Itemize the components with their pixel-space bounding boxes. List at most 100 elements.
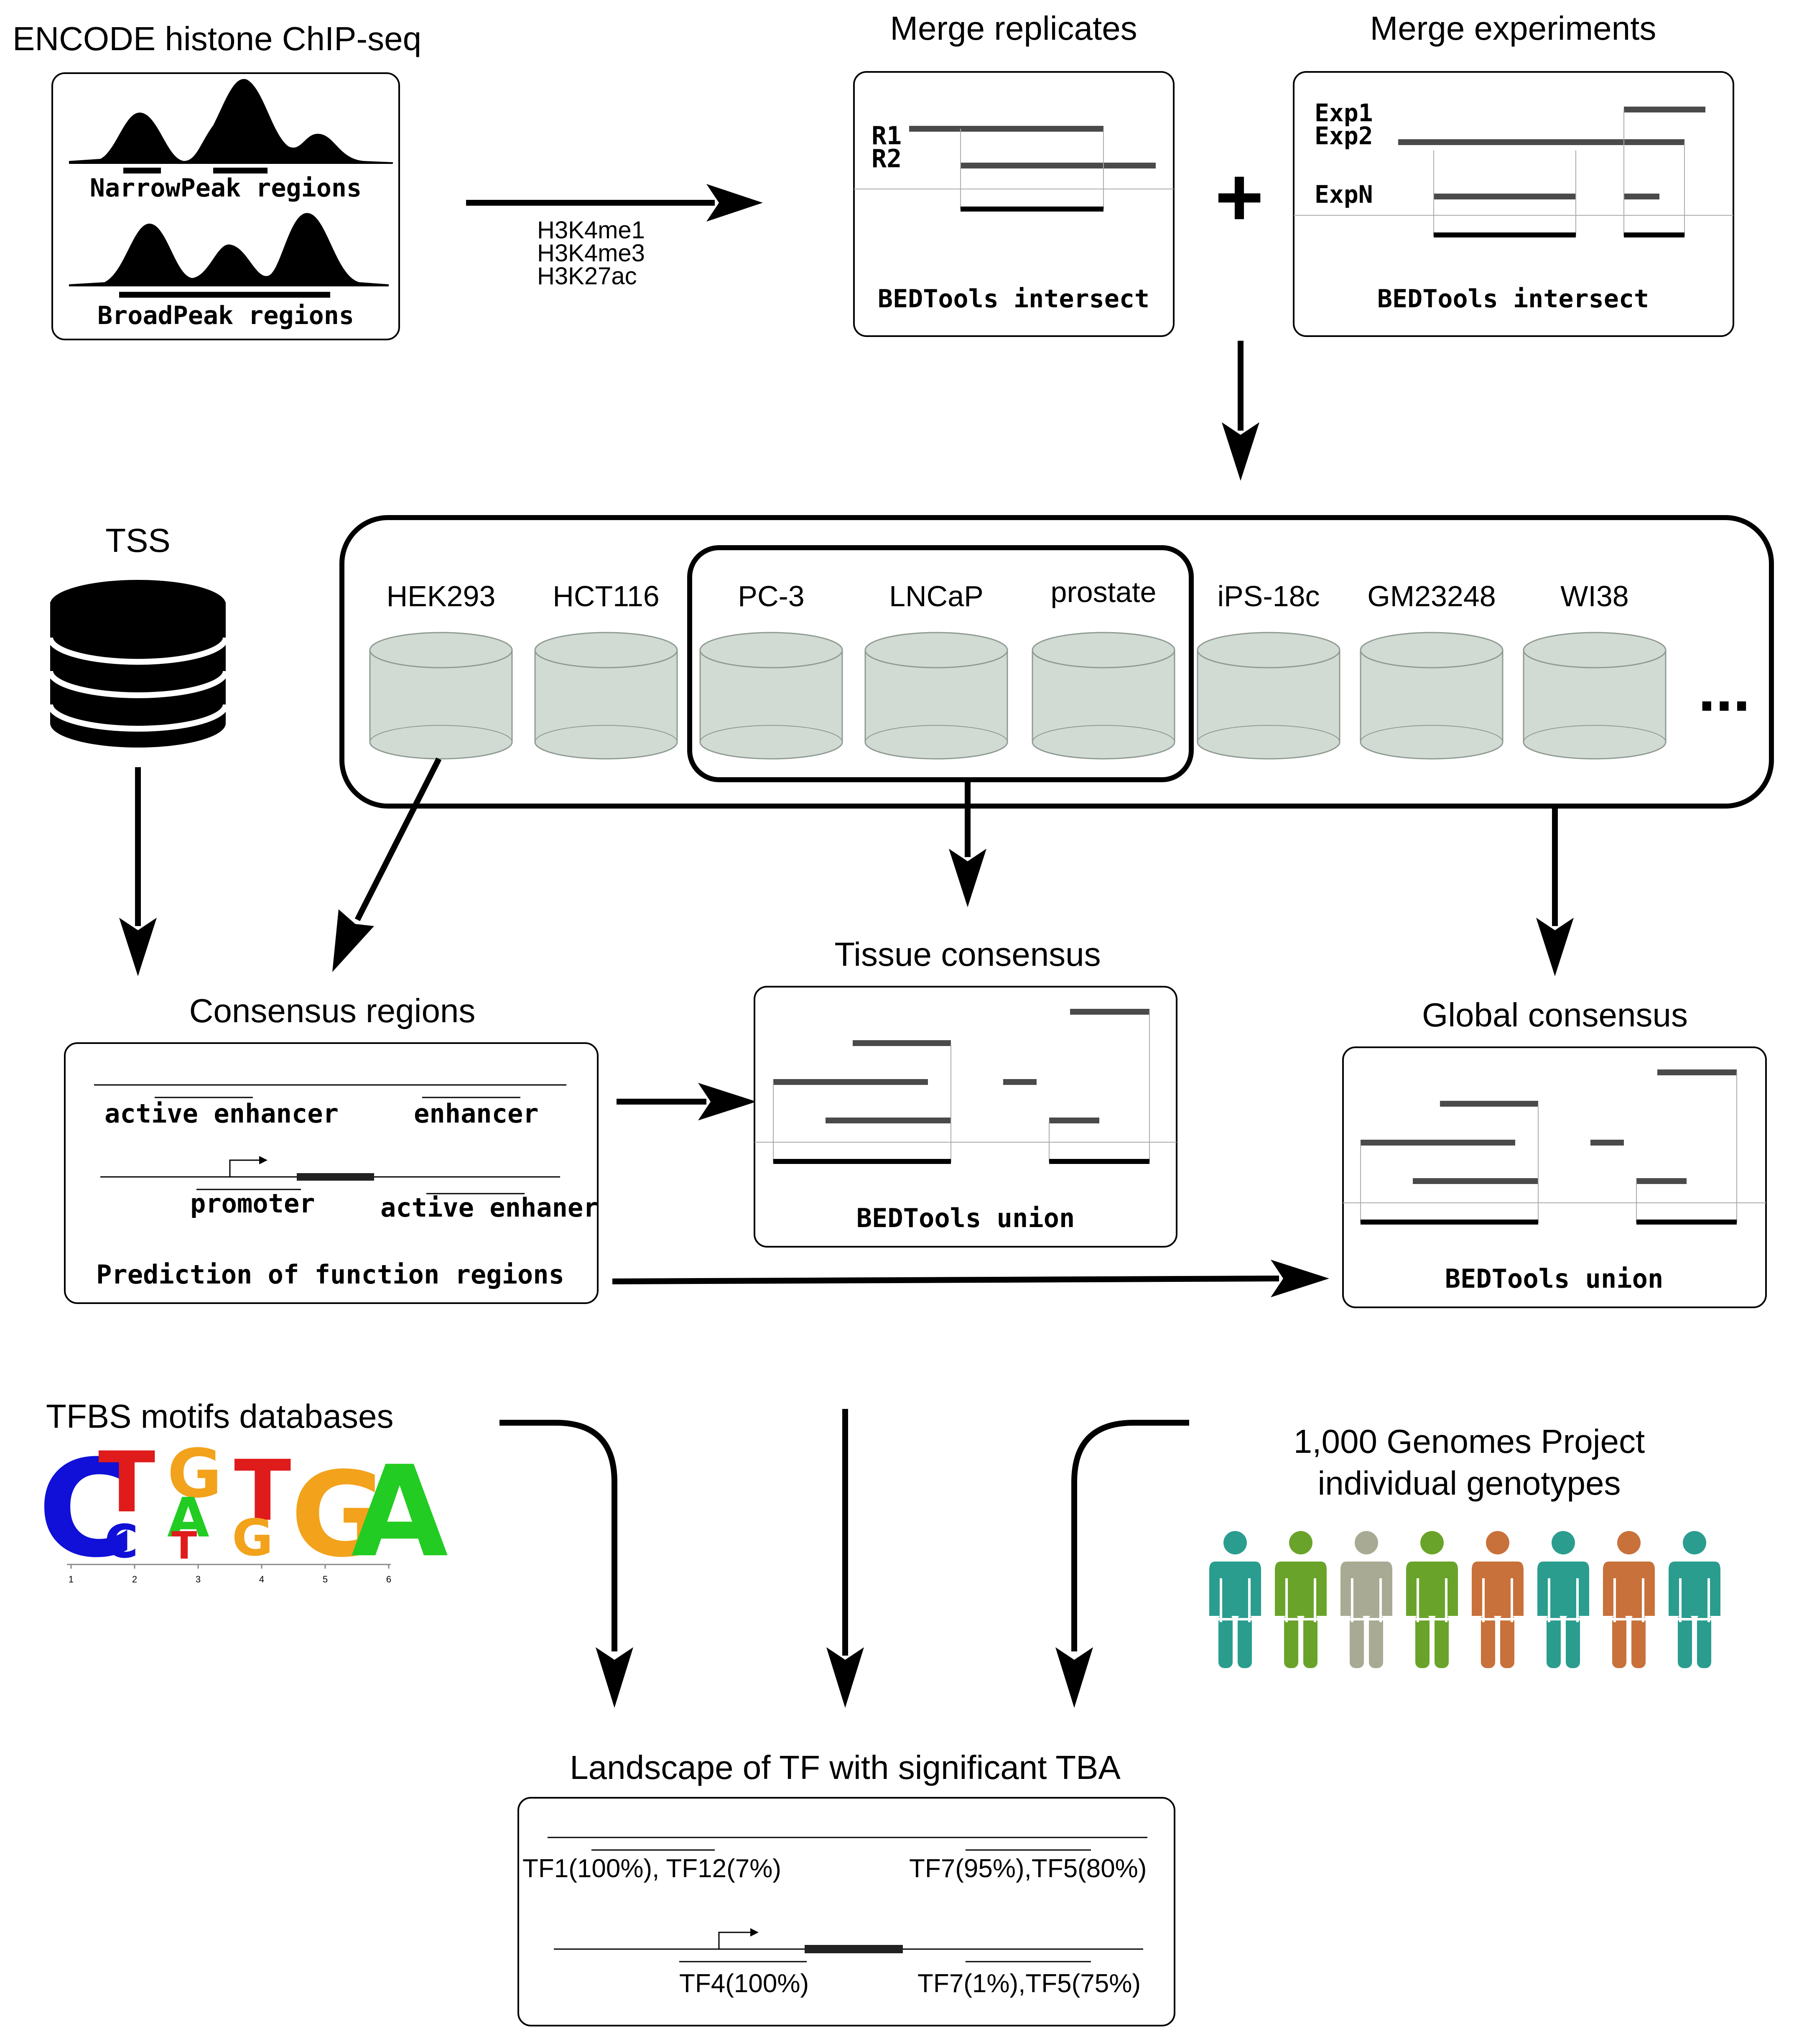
merge-replicates-tool: BEDTools intersect [878,284,1149,314]
cell-line-cylinder [534,649,678,760]
tissue-consensus-box [754,986,1177,1248]
cell-line-label: HEK293 [387,580,496,612]
cell-line-cylinder-rim [535,725,678,743]
cell-line-cylinder [699,649,843,760]
tf-label: TF4(100%) [679,1969,809,1998]
experiment-label-exp1: Exp1 [1315,99,1373,127]
cell-line-cylinder-rim [1523,725,1666,743]
cell-line-cylinder-top [1360,632,1503,669]
global-consensus-tool: BEDTools union [1445,1263,1664,1294]
merge-experiments-title: Merge experiments [1370,10,1656,47]
tf-label: TF1(100%), TF12(7%) [522,1854,781,1883]
broad-peak-label: BroadPeak regions [97,301,354,330]
tss-arrow-icon [718,1932,752,1949]
tf-label: TF7(95%),TF5(80%) [909,1854,1147,1883]
cell-line-lncap: LNCaP [864,580,1008,760]
cell-line-cylinder [1523,649,1667,760]
cell-line-cylinder [1197,649,1340,760]
cell-line-label: prostate [1051,576,1157,608]
plus-sign: + [1215,151,1264,244]
cell-line-cylinder-rim [700,725,843,743]
person-icon [1537,1531,1589,1668]
person-icon [1406,1531,1458,1668]
cell-line-pc-3: PC-3 [699,580,843,760]
cell-line-cylinder-rim [865,725,1008,743]
person-icon [1340,1531,1392,1668]
narrow-peak-shape [69,79,393,164]
person-icon [1472,1531,1524,1668]
cell-line-cylinder-rim [1032,725,1175,743]
cell-line-label: HCT116 [553,580,659,612]
cell-line-label: LNCaP [889,580,984,612]
arrowhead [706,184,763,222]
merge-replicates-box [853,71,1175,337]
logo-tick-label: 6 [386,1574,391,1585]
replicate-label-r2: R2 [872,144,902,174]
tss-title: TSS [105,522,171,559]
encode-title: ENCODE histone ChIP-seq [13,20,421,57]
cell-line-hct116: HCT116 [534,580,678,760]
global-consensus-box [1342,1046,1767,1308]
cell-line-cylinder [1360,649,1503,760]
merge-replicates-title: Merge replicates [890,10,1137,47]
cell-line-cylinder [864,649,1008,760]
cell-line-label: PC-3 [738,580,804,612]
narrow-peak-label: NarrowPeak regions [90,174,362,203]
tissue-consensus-title: Tissue consensus [834,936,1101,973]
logo-letter: C [38,1432,136,1587]
cell-line-cylinder-rim [1360,725,1503,743]
cell-line-label: GM23248 [1367,580,1496,612]
experiment-label-expn: ExpN [1315,180,1373,209]
global-consensus-title: Global consensus [1422,996,1688,1033]
logo-letter: G [167,1434,222,1513]
cell-lines-container [339,515,1774,809]
mark-label: H3K27ac [537,263,637,290]
cell-line-cylinder-top [369,632,513,669]
genomes-title-line1: 1,000 Genomes Project [1294,1423,1645,1460]
landscape-title: Landscape of TF with significant TBA [570,1749,1121,1786]
mark-label: H3K4me3 [537,240,645,267]
cell-line-cylinder-top [699,632,843,669]
cell-line-cylinder-rim [370,725,512,743]
cell-line-cylinder-top [1032,632,1175,669]
logo-tick-label: 1 [69,1574,74,1585]
cell-line-gm23248: GM23248 [1360,580,1503,760]
logo-tick-label: 3 [196,1574,201,1585]
cell-line-hek293: HEK293 [369,580,513,760]
mark-label: H3K4me1 [537,217,645,244]
cell-line-prostate: prostate [1032,576,1175,760]
cell-line-cylinder-top [864,632,1008,669]
cell-line-cylinder [1032,649,1175,760]
genomes-title-line2: individual genotypes [1318,1465,1621,1502]
person-icon [1275,1531,1327,1668]
cell-line-cylinders: HEK293 HCT116 PC-3 LNCaP prostate iPS-18c GM23… [369,576,1667,760]
cell-line-wi38: WI38 [1523,580,1667,760]
person-icon [1669,1531,1720,1668]
consensus-regions-footer: Prediction of function regions [96,1259,564,1290]
person-icon [1209,1531,1261,1668]
label-active-enhancer: active enhancer [104,1098,339,1129]
tss-arrow-icon [229,1159,261,1177]
cell-line-cylinder-top [534,632,678,669]
tf-label: TF7(1%),TF5(75%) [917,1969,1141,1998]
cell-line-label: iPS-18c [1217,580,1320,612]
logo-letter: T [234,1442,291,1540]
logo-tick-label: 4 [259,1574,264,1585]
merge-experiments-tool: BEDTools intersect [1377,284,1649,314]
broad-peak-shape [69,213,389,286]
more-cell-lines-ellipsis: ... [1698,654,1750,724]
cell-line-cylinder-top [1523,632,1667,669]
cell-line-cylinder-rim [1197,725,1340,743]
tss-database-icon [47,580,229,748]
prostate-group-box [687,545,1194,782]
logo-letter: T [171,1524,197,1568]
cell-line-label: WI38 [1560,580,1628,612]
logo-letter: C [104,1515,138,1568]
individual-genotypes-people [1209,1531,1720,1668]
cell-line-ips-18c: iPS-18c [1197,580,1340,760]
cell-line-cylinder-top [1197,632,1340,669]
